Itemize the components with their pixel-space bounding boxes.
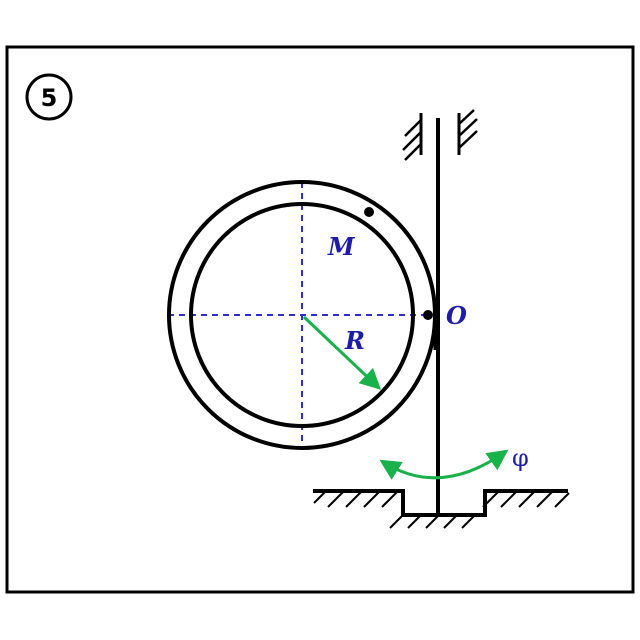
hatch-line <box>345 490 363 508</box>
label-radius: R <box>344 326 365 355</box>
ring-inner-circle <box>189 202 415 428</box>
hatch-line <box>458 130 478 149</box>
label-angle-phi: φ <box>512 444 529 472</box>
hatch-line <box>363 490 381 508</box>
hatch-line <box>402 131 422 151</box>
figure-frame <box>5 45 635 594</box>
hatch-line <box>458 118 478 137</box>
hatch-line <box>381 490 399 508</box>
hatch-line <box>482 490 500 508</box>
hatch-line <box>443 514 458 529</box>
point-m-dot <box>364 207 374 217</box>
hatch-line <box>404 119 422 137</box>
label-point-o: O <box>446 301 467 330</box>
hatch-line <box>554 492 570 508</box>
hatch-line <box>500 490 518 508</box>
hatch-line <box>313 490 327 504</box>
top-bearing-left <box>402 113 423 161</box>
ground-support <box>313 489 570 529</box>
radius-arrow <box>302 315 382 390</box>
hatch-line <box>461 514 476 529</box>
problem-number: 5 <box>41 84 58 112</box>
hatch-line <box>407 514 422 529</box>
rotation-arrow <box>379 449 509 480</box>
problem-number-circle <box>25 73 73 121</box>
top-bearing-right <box>457 109 478 155</box>
hatch-line <box>327 490 345 508</box>
point-o-dot <box>423 310 433 320</box>
hatch-line <box>389 514 404 529</box>
hatch-line <box>536 490 554 508</box>
hatch-line <box>425 514 440 529</box>
hatch-line <box>404 143 422 161</box>
label-point-m: M <box>327 232 356 261</box>
hatch-line <box>458 109 475 125</box>
hatch-line <box>518 490 536 508</box>
